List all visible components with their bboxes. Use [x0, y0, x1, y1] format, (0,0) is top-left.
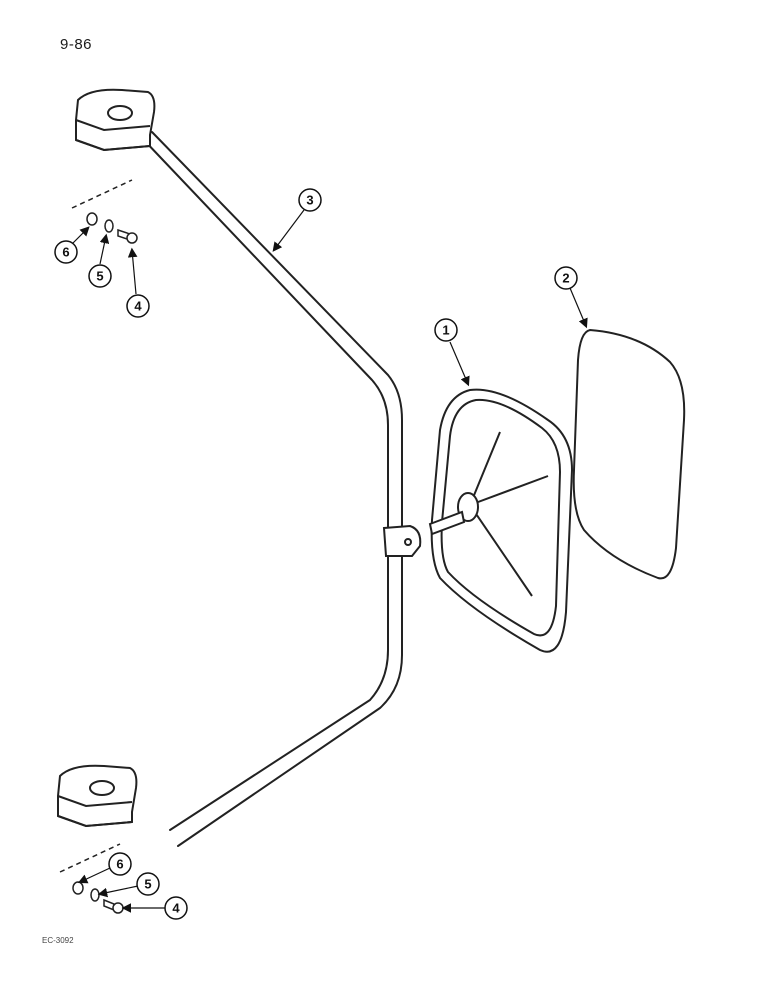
- svg-text:3: 3: [306, 193, 313, 208]
- fasteners-top: [71, 179, 138, 244]
- svg-text:5: 5: [144, 877, 151, 892]
- lower-mounting-bracket: [57, 764, 138, 828]
- callout-4-bottom: 4: [164, 896, 188, 920]
- lock-washer-bottom: [90, 888, 100, 902]
- svg-text:4: 4: [172, 901, 180, 916]
- bolt-head-bottom: [112, 902, 124, 914]
- svg-text:6: 6: [116, 857, 123, 872]
- upper-mounting-bracket: [75, 88, 156, 152]
- callout-1: 1: [434, 318, 458, 342]
- flat-washer-bottom: [72, 881, 84, 895]
- figure-code: EC-3092: [42, 936, 74, 945]
- callout-4-top: 4: [126, 294, 150, 318]
- svg-text:5: 5: [96, 269, 103, 284]
- callout-6-top: 6: [54, 240, 78, 264]
- callout-3: 3: [298, 188, 322, 212]
- callout-5-top: 5: [88, 264, 112, 288]
- callout-leaders: [71, 209, 588, 913]
- fasteners-bottom: [59, 843, 124, 914]
- svg-text:2: 2: [562, 271, 569, 286]
- flat-washer-top: [86, 212, 98, 226]
- mirror-glass: [572, 328, 686, 580]
- callout-5-bottom: 5: [136, 872, 160, 896]
- callout-6-bottom: 6: [108, 852, 132, 876]
- bolt-head-top: [126, 232, 138, 244]
- lock-washer-top: [104, 219, 114, 233]
- callout-2: 2: [554, 266, 578, 290]
- arm-clamp: [382, 524, 422, 557]
- page-number: 9-86: [60, 36, 93, 53]
- mirror-arm: [141, 131, 403, 847]
- svg-text:6: 6: [62, 245, 69, 260]
- svg-text:1: 1: [442, 323, 449, 338]
- mirror-head: [428, 388, 574, 653]
- svg-text:4: 4: [134, 299, 142, 314]
